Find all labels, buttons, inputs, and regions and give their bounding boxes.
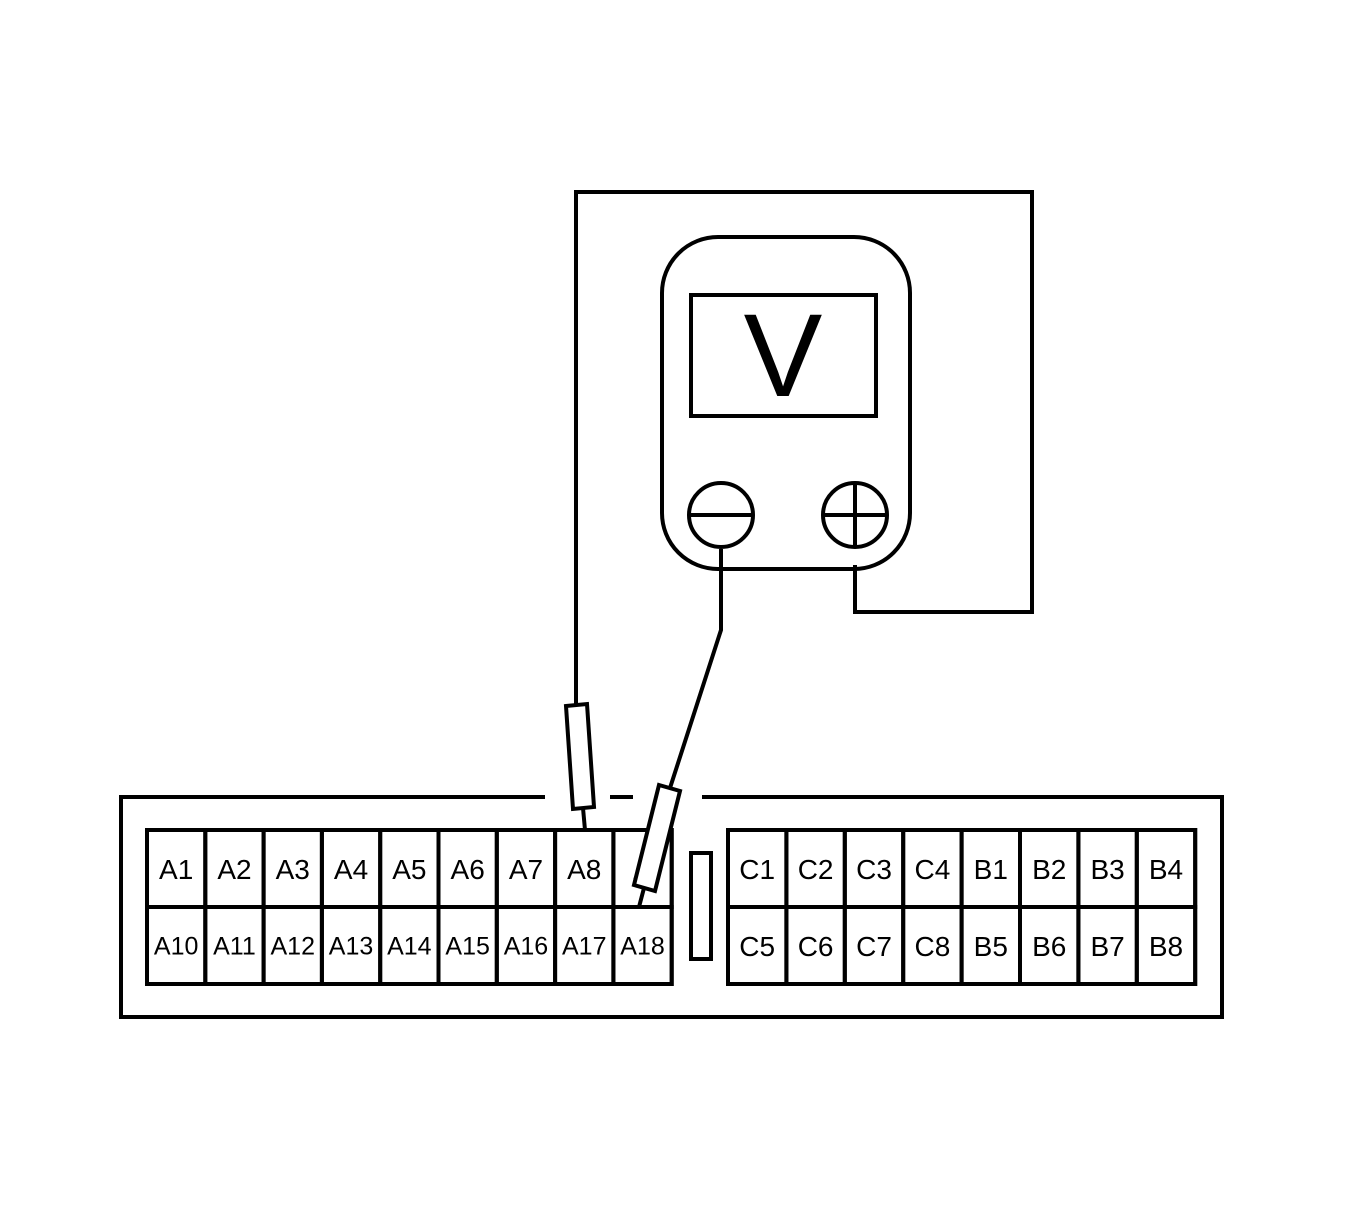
positive-lead-wire	[574, 190, 1034, 706]
terminal-label: C1	[739, 854, 775, 885]
terminal-label: A2	[217, 854, 251, 885]
voltmeter: V	[660, 235, 912, 571]
terminal-label: B1	[974, 854, 1008, 885]
voltmeter-body	[660, 235, 912, 571]
test-leads	[574, 190, 1034, 789]
connector-lock-tab	[689, 851, 713, 961]
probe-a8	[563, 701, 597, 812]
voltmeter-display-label: V	[744, 290, 823, 422]
terminal-label: C5	[739, 931, 775, 962]
terminal-label: C8	[915, 931, 951, 962]
terminal-label: B6	[1032, 931, 1066, 962]
terminal-label: A8	[567, 854, 601, 885]
voltmeter-display	[689, 293, 878, 418]
terminal-label: A16	[504, 933, 548, 961]
terminal-label: B4	[1149, 854, 1183, 885]
probe-a18	[631, 782, 683, 894]
terminal-label: A4	[334, 854, 368, 885]
terminal-label: B8	[1149, 931, 1183, 962]
terminal-label: A10	[154, 933, 198, 961]
negative-terminal-icon	[687, 481, 755, 549]
terminal-label: A7	[509, 854, 543, 885]
terminal-label: C2	[798, 854, 834, 885]
terminal-label: A15	[445, 933, 489, 961]
terminal-label: A5	[392, 854, 426, 885]
terminal-label: A3	[276, 854, 310, 885]
terminal-label: A17	[562, 933, 606, 961]
terminal-label: A12	[271, 933, 315, 961]
positive-terminal-icon	[821, 481, 889, 549]
terminal-label: A11	[213, 933, 256, 961]
terminal-label: C4	[915, 854, 951, 885]
terminal-label: A18	[620, 933, 664, 961]
terminal-cell	[611, 905, 674, 986]
terminal-label: C3	[856, 854, 892, 885]
negative-lead-wire	[668, 549, 723, 789]
terminal-label: A13	[329, 933, 373, 961]
terminal-label: B5	[974, 931, 1008, 962]
terminal-label: A6	[451, 854, 485, 885]
terminal-cell	[1134, 905, 1198, 986]
terminal-label: B3	[1090, 854, 1124, 885]
test-probes	[563, 701, 683, 908]
terminal-label: A14	[387, 933, 432, 961]
terminal-label: A1	[159, 854, 193, 885]
terminal-label: C7	[856, 931, 892, 962]
terminal-label: B7	[1090, 931, 1124, 962]
connector-terminal-block-a: A1A2A3A4A5A6A7A8AA10A11A12A13A14A15A16A1…	[145, 828, 674, 986]
terminal-label: C6	[798, 931, 834, 962]
terminal-label: B2	[1032, 854, 1066, 885]
